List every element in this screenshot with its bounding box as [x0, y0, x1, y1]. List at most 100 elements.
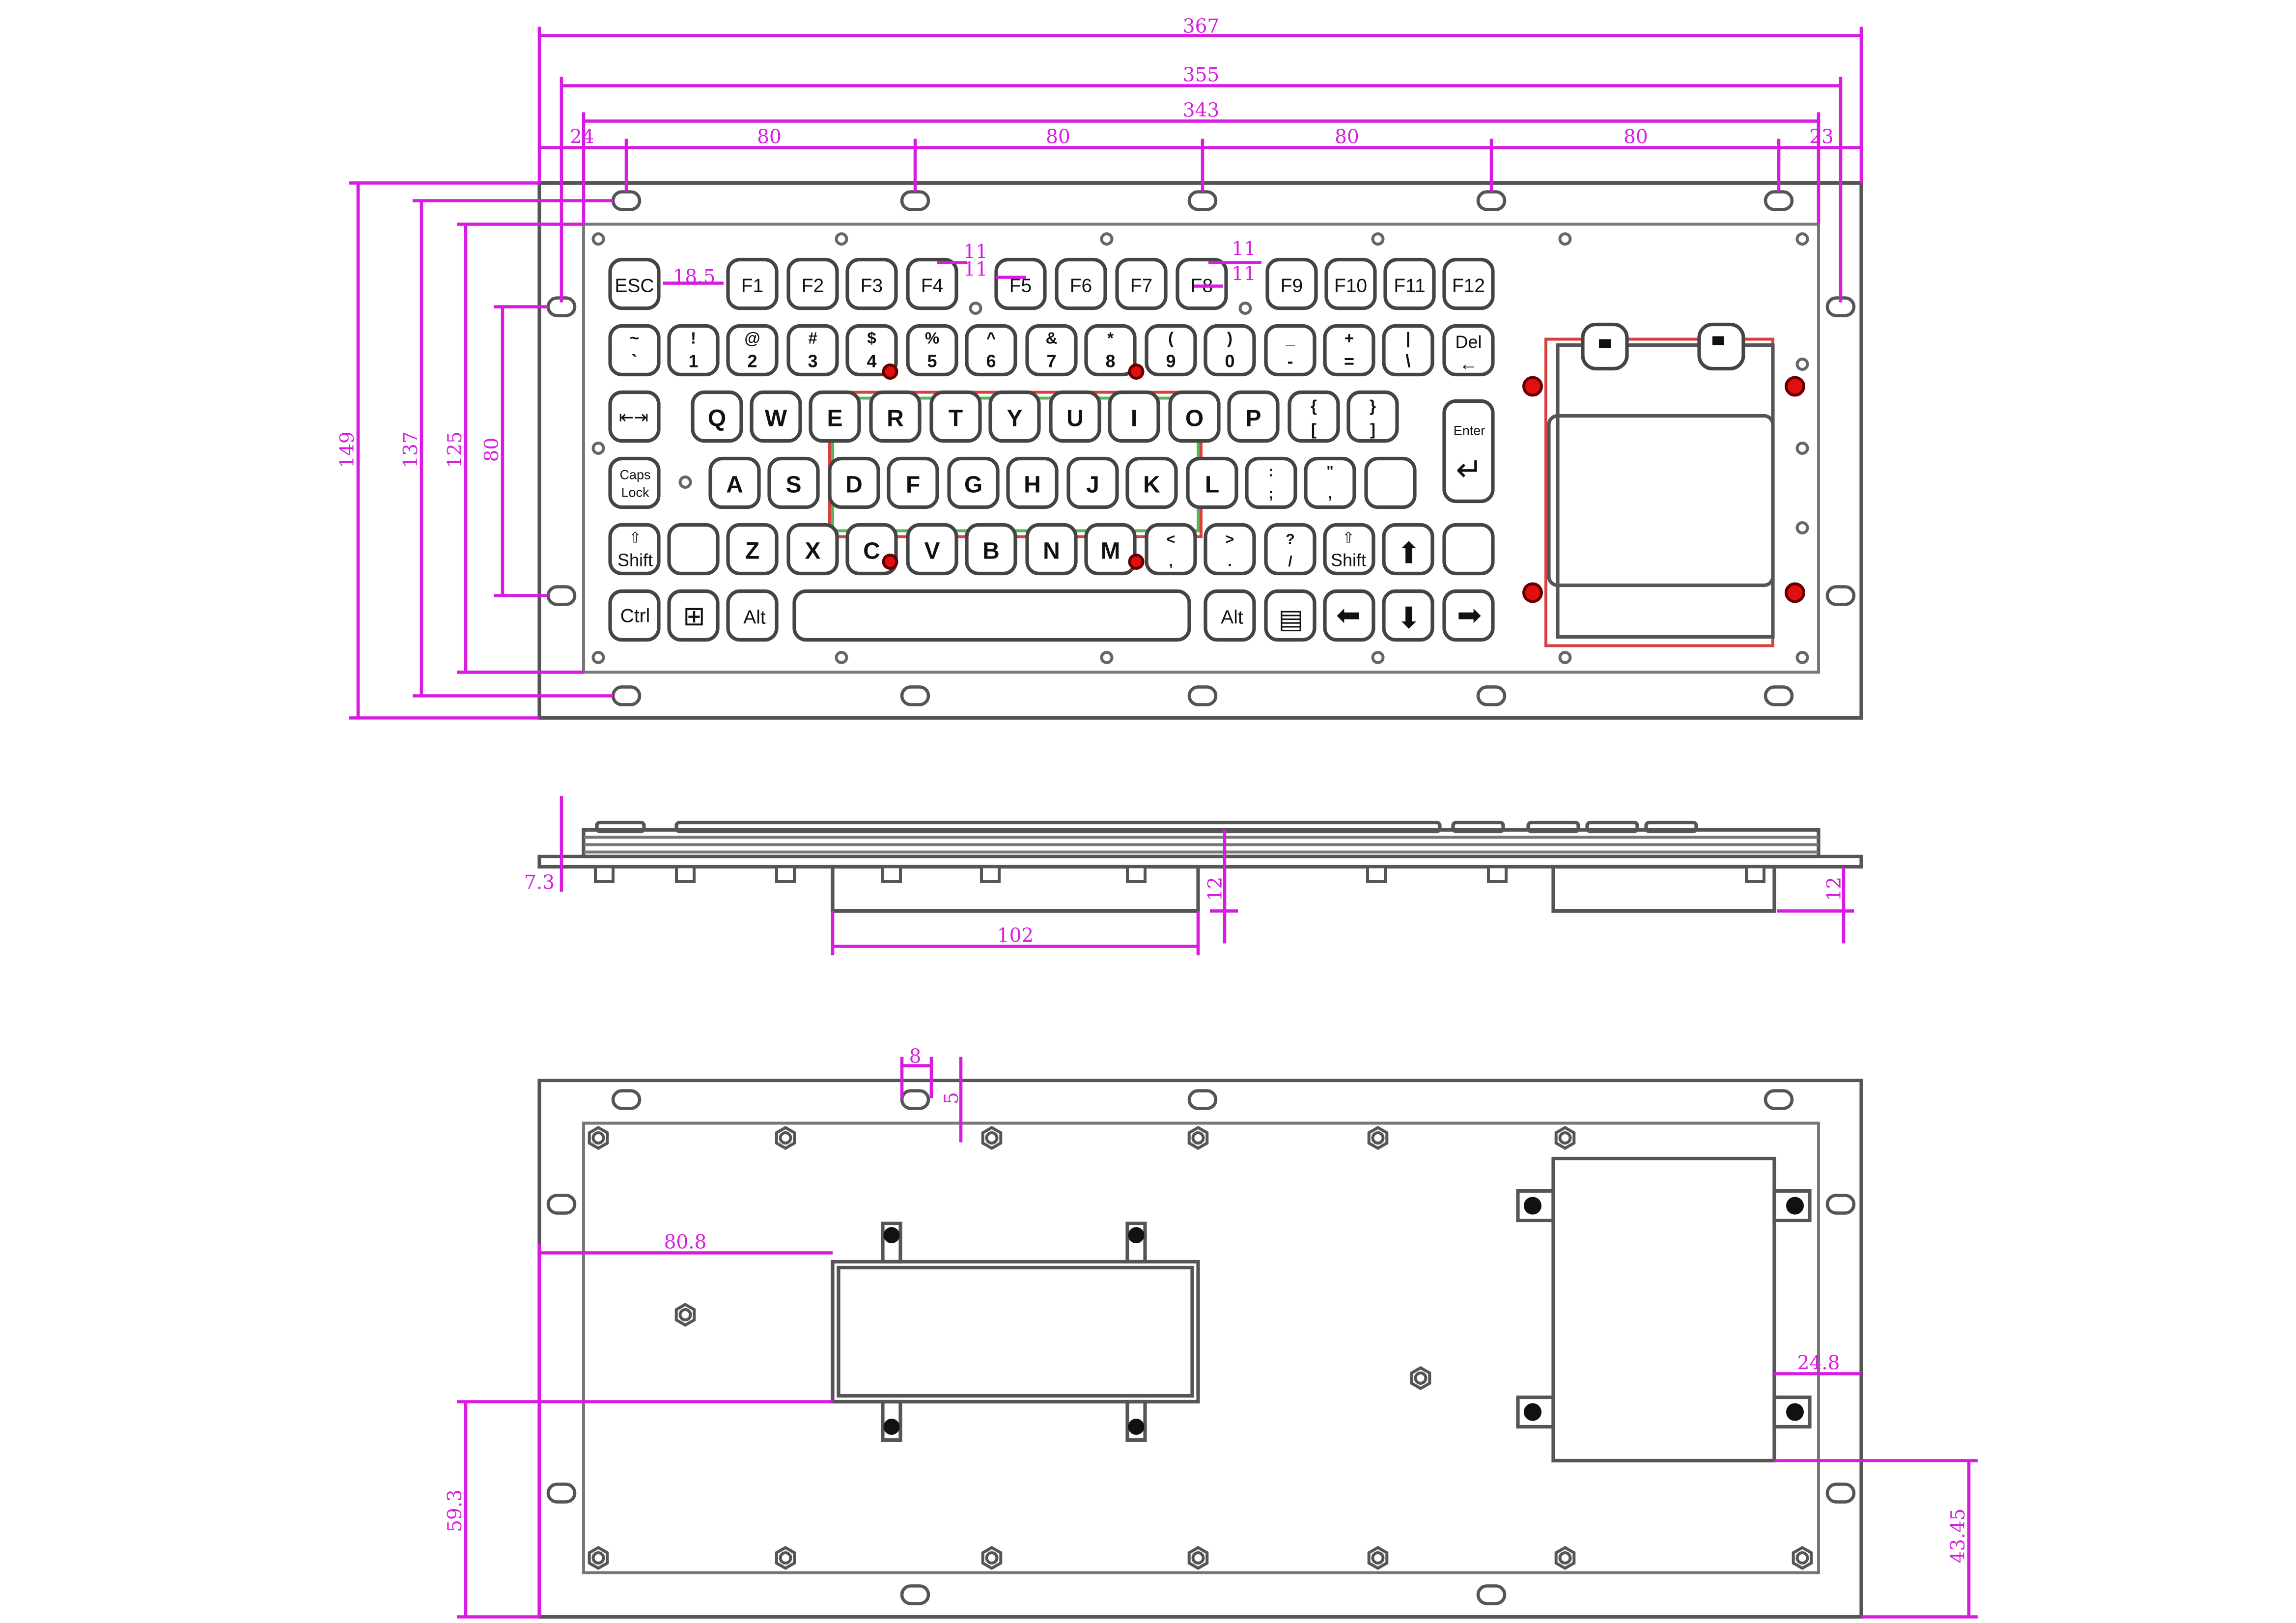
key-d[interactable]: D [828, 456, 880, 509]
key-arrow-right[interactable]: ➡ [1442, 589, 1495, 642]
key-esc[interactable]: ESC [608, 257, 661, 310]
key-num-8[interactable]: *8 [1084, 324, 1137, 377]
key-f2[interactable]: F2 [786, 257, 839, 310]
key-num-5[interactable]: %5 [906, 324, 958, 377]
key-windows[interactable]: ⊞ [667, 589, 720, 642]
key-o[interactable]: O [1168, 390, 1221, 443]
key-punct-1[interactable]: ", [1304, 456, 1356, 509]
key-num-12[interactable]: += [1323, 324, 1375, 377]
key-x[interactable]: X [786, 523, 839, 576]
key-f3[interactable]: F3 [845, 257, 898, 310]
key-blank-right[interactable] [1442, 523, 1495, 576]
key-arrow-left[interactable]: ⬅ [1323, 589, 1375, 642]
key-k[interactable]: K [1125, 456, 1178, 509]
key-num-7[interactable]: &7 [1025, 324, 1078, 377]
key-enter[interactable]: Enter↵ [1442, 399, 1495, 504]
key-b[interactable]: B [965, 523, 1017, 576]
key-num-1[interactable]: !1 [667, 324, 720, 377]
key-punct-b0[interactable]: <, [1145, 523, 1197, 576]
key-space[interactable] [792, 589, 1191, 642]
key-a[interactable]: A [708, 456, 761, 509]
key-ctrl[interactable]: Ctrl [608, 589, 661, 642]
key-punct-b2[interactable]: ?/ [1264, 523, 1316, 576]
key-g[interactable]: G [947, 456, 1000, 509]
key-w[interactable]: W [750, 390, 802, 443]
key-num-3[interactable]: #3 [786, 324, 839, 377]
key-y[interactable]: Y [988, 390, 1041, 443]
key-num-13[interactable]: |\ [1382, 324, 1434, 377]
key-l[interactable]: L [1186, 456, 1238, 509]
key-j[interactable]: J [1066, 456, 1119, 509]
key-f1[interactable]: F1 [726, 257, 779, 310]
key-r[interactable]: R [869, 390, 922, 443]
key-h[interactable]: H [1006, 456, 1059, 509]
key-top-label: % [925, 329, 939, 347]
key-z[interactable]: Z [726, 523, 779, 576]
key-label-z: Z [745, 538, 759, 564]
dim-height-outer: 149 [336, 431, 359, 468]
key-f[interactable]: F [887, 456, 939, 509]
key-f8[interactable]: F8 [1176, 257, 1228, 310]
key-alt-left[interactable]: Alt [726, 589, 779, 642]
shift-arrow-icon: ⇧ [1342, 530, 1354, 546]
key-label-y: Y [1007, 406, 1022, 432]
key-shift-left[interactable]: ⇧Shift [608, 523, 661, 576]
key-u[interactable]: U [1049, 390, 1101, 443]
enter-label: Enter [1454, 423, 1485, 438]
side-screws [594, 865, 1765, 883]
key-num-11[interactable]: _- [1264, 324, 1316, 377]
key-bracket-1[interactable]: }] [1346, 390, 1399, 443]
key-q[interactable]: Q [691, 390, 743, 443]
key-bottom-label: , [1328, 486, 1332, 502]
side-touchpad-box [1551, 865, 1776, 913]
key-num-6[interactable]: ^6 [965, 324, 1017, 377]
key-num-9[interactable]: (9 [1145, 324, 1197, 377]
key-label-e: E [827, 406, 842, 432]
key-menu[interactable]: ▤ [1264, 589, 1316, 642]
key-num-10[interactable]: )0 [1204, 324, 1256, 377]
key-f11[interactable]: F11 [1383, 257, 1436, 310]
key-bottom-label: 4 [867, 351, 876, 371]
key-f6[interactable]: F6 [1055, 257, 1107, 310]
key-i[interactable]: I [1108, 390, 1160, 443]
key-label-f3: F3 [861, 276, 883, 297]
key-num-0[interactable]: ~` [608, 324, 661, 377]
key-f4[interactable]: F4 [906, 257, 958, 310]
key-f7[interactable]: F7 [1115, 257, 1168, 310]
key-bottom-label: 1 [688, 351, 698, 371]
key-num-4[interactable]: $4 [845, 324, 898, 377]
key-s[interactable]: S [767, 456, 820, 509]
key-punct-b1[interactable]: >. [1204, 523, 1256, 576]
key-label-b: B [982, 538, 1000, 564]
key-m[interactable]: M [1084, 523, 1137, 576]
panel-holes [591, 232, 1809, 664]
key-alt-right[interactable]: Alt [1204, 589, 1256, 642]
key-f10[interactable]: F10 [1324, 257, 1377, 310]
key-num-14[interactable]: Del← [1442, 324, 1495, 377]
key-f5[interactable]: F5 [994, 257, 1047, 310]
key-punct-0[interactable]: :; [1245, 456, 1297, 509]
key-num-2[interactable]: @2 [726, 324, 779, 377]
key-arrow-down[interactable]: ⬇ [1382, 589, 1434, 642]
key-n[interactable]: N [1025, 523, 1078, 576]
key-arrow-up[interactable]: ⬆ [1382, 523, 1434, 576]
key-f12[interactable]: F12 [1442, 257, 1495, 310]
key-t[interactable]: T [929, 390, 982, 443]
key-blank-shift[interactable] [667, 523, 720, 576]
key-bottom-label: = [1344, 351, 1354, 371]
key-tab[interactable]: ⇤⇥ [608, 390, 661, 443]
hex-nut-bore [985, 1131, 999, 1145]
key-top-label: ^ [986, 329, 996, 347]
key-blank-home[interactable] [1364, 456, 1417, 509]
key-e[interactable]: E [809, 390, 861, 443]
lock-label: Lock [621, 485, 649, 500]
key-bracket-0[interactable]: {[ [1288, 390, 1340, 443]
key-shift-right[interactable]: ⇧Shift [1323, 523, 1375, 576]
key-label-k: K [1143, 472, 1160, 498]
key-f9[interactable]: F9 [1265, 257, 1318, 310]
key-p[interactable]: P [1227, 390, 1280, 443]
dim-height-inner: 125 [444, 431, 466, 468]
key-label-p: P [1245, 406, 1261, 432]
key-v[interactable]: V [906, 523, 958, 576]
